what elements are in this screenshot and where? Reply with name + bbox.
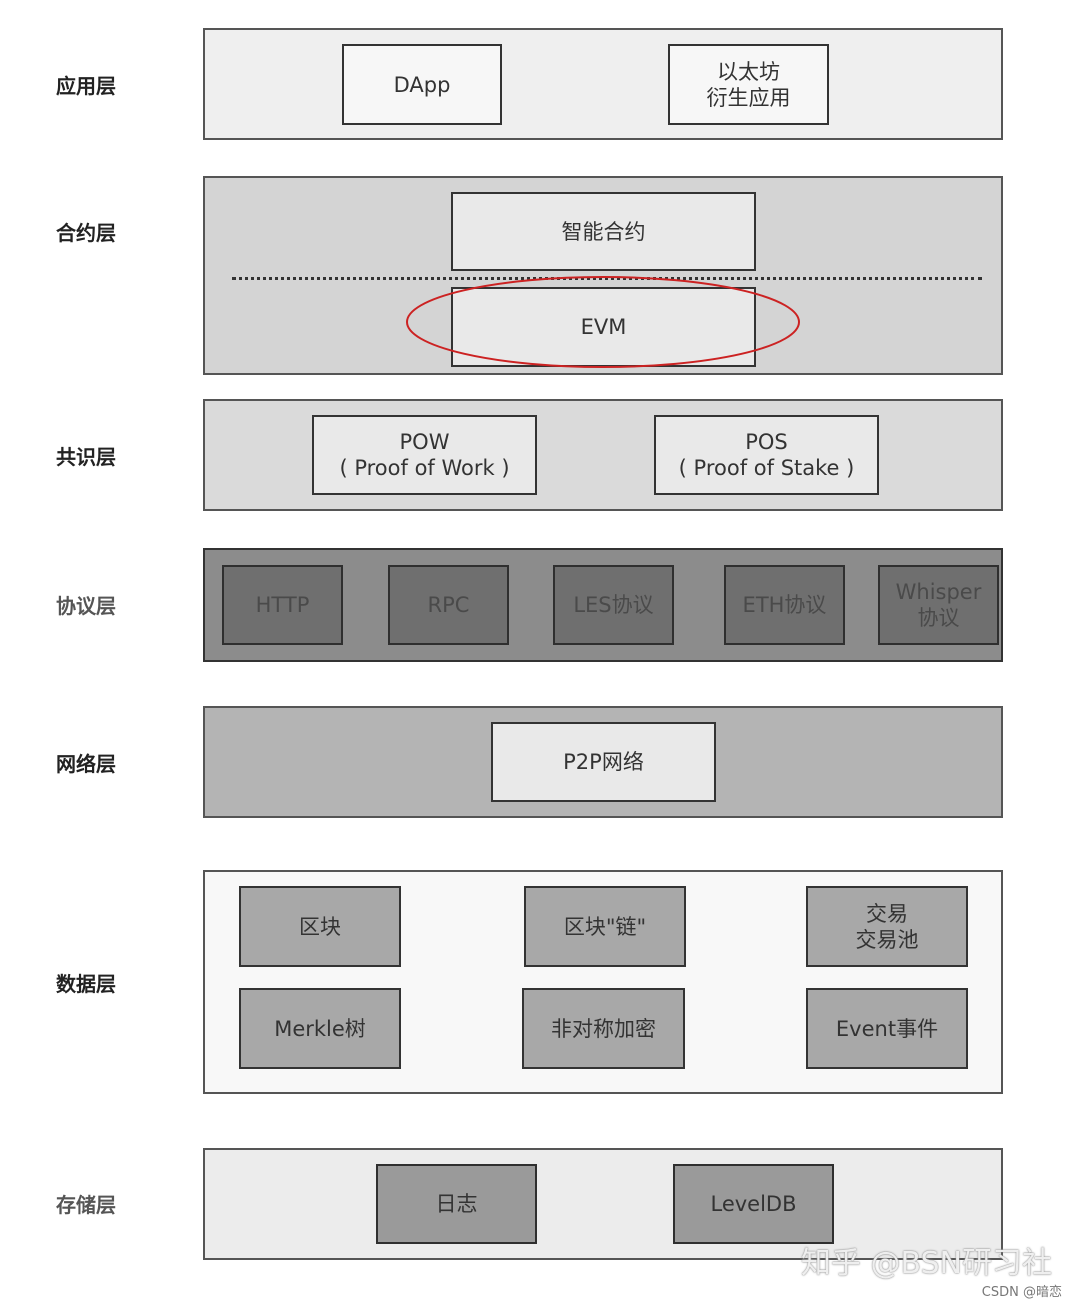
pos-box: POS ( Proof of Stake ) [654, 415, 879, 495]
layer-label-application: 应用层 [56, 74, 116, 98]
evm-label: EVM [580, 315, 627, 339]
ethereum-derived-apps-box: 以太坊 衍生应用 [668, 44, 829, 125]
http-label: HTTP [255, 593, 310, 617]
block-label: 区块 [299, 914, 341, 939]
leveldb-label: LevelDB [710, 1192, 797, 1216]
whisper-protocol-label: 协议 [917, 606, 960, 630]
event-label: Event事件 [835, 1016, 939, 1041]
eth-box: ETH协议 [724, 565, 845, 645]
merkle-box: Merkle树 [239, 988, 401, 1069]
layer-label-protocol: 协议层 [56, 594, 116, 618]
layer-label-consensus: 共识层 [56, 445, 116, 469]
chain-box: 区块"链" [524, 886, 686, 967]
pow-label: POW [399, 430, 450, 454]
storage-layer-panel [203, 1148, 1003, 1260]
whisper-box: Whisper 协议 [878, 565, 999, 645]
pos-full-label: ( Proof of Stake ) [678, 456, 855, 480]
evm-highlight-ellipse [406, 276, 800, 368]
watermark-sub: CSDN @暗恋 [981, 1285, 1062, 1300]
watermark-main: 知乎 @BSN研习社 [800, 1246, 1052, 1281]
pow-box: POW ( Proof of Work ) [312, 415, 537, 495]
layer-label-data: 数据层 [56, 972, 116, 996]
transaction-box: 交易 交易池 [806, 886, 968, 967]
log-box: 日志 [376, 1164, 537, 1244]
transaction-pool-label: 交易池 [855, 927, 919, 952]
les-label: LES协议 [573, 593, 654, 617]
asymmetric-crypto-label: 非对称加密 [551, 1016, 656, 1041]
layer-label-contract: 合约层 [56, 221, 116, 245]
leveldb-box: LevelDB [673, 1164, 834, 1244]
block-box: 区块 [239, 886, 401, 967]
derived-apps-label: 衍生应用 [706, 85, 791, 110]
p2p-label: P2P网络 [563, 750, 644, 774]
p2p-box: P2P网络 [491, 722, 716, 802]
les-box: LES协议 [553, 565, 674, 645]
pos-label: POS [745, 430, 788, 454]
contract-divider [232, 277, 982, 280]
asymmetric-crypto-box: 非对称加密 [522, 988, 685, 1069]
chain-label: 区块"链" [563, 914, 647, 939]
evm-box: EVM [451, 287, 756, 367]
layer-label-network: 网络层 [56, 752, 116, 776]
smart-contract-label: 智能合约 [561, 219, 646, 244]
http-box: HTTP [222, 565, 343, 645]
application-layer-panel [203, 28, 1003, 140]
dapp-label: DApp [393, 72, 451, 97]
rpc-label: RPC [427, 593, 470, 617]
ethereum-label: 以太坊 [717, 59, 780, 84]
event-box: Event事件 [806, 988, 968, 1069]
rpc-box: RPC [388, 565, 509, 645]
log-label: 日志 [435, 1192, 478, 1216]
merkle-label: Merkle树 [274, 1016, 366, 1041]
layer-label-storage: 存储层 [56, 1193, 116, 1217]
dapp-box: DApp [342, 44, 502, 125]
pow-full-label: ( Proof of Work ) [339, 456, 510, 480]
transaction-label: 交易 [866, 901, 908, 926]
whisper-label: Whisper [895, 580, 982, 604]
eth-label: ETH协议 [742, 593, 827, 617]
smart-contract-box: 智能合约 [451, 192, 756, 271]
